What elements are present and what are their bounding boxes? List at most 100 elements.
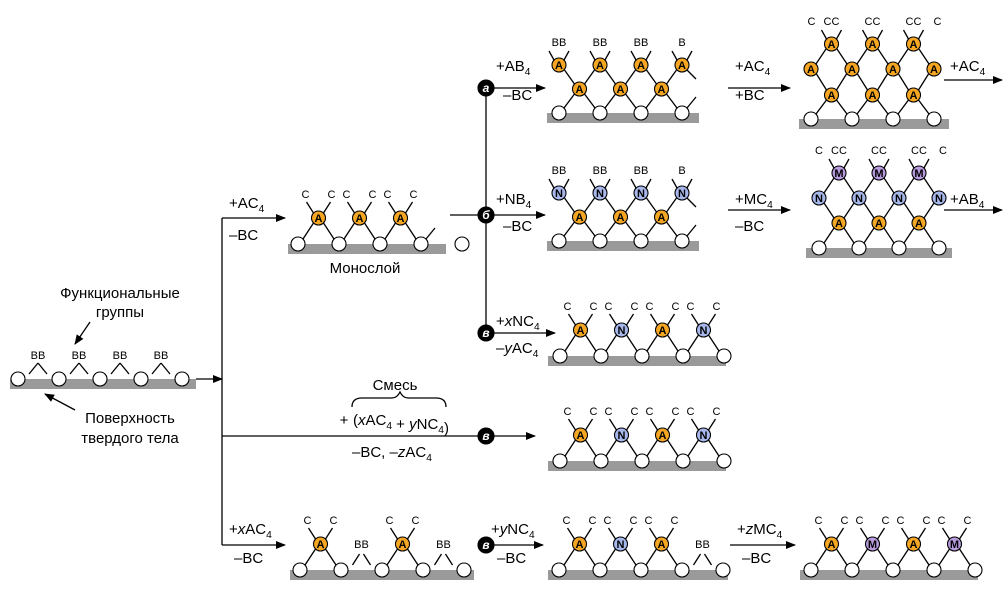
reagent-bottom1-minus: –BC [234, 550, 263, 567]
bond-line [856, 548, 869, 566]
bond-line [868, 158, 875, 169]
reagent-mono-plus: +AC4 [229, 195, 265, 215]
bond-line [877, 48, 889, 65]
bond-line [883, 227, 895, 244]
bond-line [883, 177, 895, 194]
bond-line [649, 418, 659, 431]
group-label: C [328, 189, 336, 201]
surface-atom [891, 240, 907, 256]
bond-line [883, 202, 895, 219]
surface-atom [926, 562, 942, 578]
surface-atom [675, 453, 691, 469]
bond-line [863, 202, 875, 219]
bond-line [584, 313, 594, 326]
bond-line [836, 48, 848, 65]
bond-line [941, 527, 951, 540]
bond-line [589, 50, 596, 61]
label-surface: Поверхность [85, 410, 175, 427]
group-label: C [841, 515, 849, 527]
atom-A [312, 536, 329, 552]
surface-atom [634, 348, 650, 364]
atom-label: M [834, 168, 843, 180]
group-label: B [678, 165, 685, 177]
bond-line [835, 29, 843, 40]
surface-atom [374, 562, 390, 578]
atom-label: A [397, 213, 405, 225]
atom-A [571, 209, 588, 225]
bond-line [671, 178, 678, 189]
badge-b-circle [477, 206, 495, 224]
bond-line [604, 93, 617, 109]
label-mixture-minus: –BC, –zAC4 [352, 444, 432, 464]
surface-atom [292, 562, 308, 578]
bond-line [406, 527, 416, 540]
atom-A [612, 81, 629, 97]
atom-A [803, 61, 819, 77]
bond-line [605, 439, 618, 457]
bond-initial [160, 362, 171, 375]
atom-label: A [658, 539, 666, 551]
reagent-mono-minus: –BC [229, 227, 258, 244]
bond-line [863, 177, 875, 194]
bond-line [567, 313, 577, 326]
bond-line [608, 313, 618, 326]
bond-line [665, 221, 678, 237]
atom-label: A [835, 218, 843, 230]
label-mixture: Смесь [373, 377, 418, 394]
bond-line [351, 553, 361, 566]
bond-line [645, 69, 658, 85]
bond-line [823, 202, 835, 219]
atom-label: M [874, 168, 883, 180]
surface-monolayer [288, 244, 446, 254]
atom-A [654, 427, 671, 443]
atom-N [674, 185, 690, 201]
group-label: C [564, 301, 572, 313]
bond-line [687, 334, 700, 352]
atom-label: A [910, 90, 918, 102]
surface-atom [552, 348, 568, 364]
reagent-bottom3-minus: –BC [742, 550, 771, 567]
atom-label: N [935, 193, 943, 205]
surface-atom [551, 105, 567, 121]
bond-line [324, 527, 334, 540]
bond-initial [28, 362, 39, 375]
surface-atom [456, 562, 472, 578]
bond-line [564, 334, 577, 352]
bond-line [665, 69, 678, 85]
reagent-bottom2-minus: –BC [497, 550, 526, 567]
bond-line [406, 548, 419, 566]
group-label: BB [634, 165, 649, 177]
group-label: C [672, 301, 680, 313]
bond-line [856, 73, 869, 91]
badge-b-letter: б [482, 208, 490, 222]
atom-A [864, 36, 881, 52]
surface-atom [931, 240, 947, 256]
bond-line [835, 73, 848, 91]
bond-line [604, 197, 617, 213]
bond-line [322, 222, 335, 240]
bond-line [583, 527, 593, 540]
bond-line [625, 418, 635, 431]
badge-a-letter: а [483, 81, 490, 95]
bond-line [386, 548, 399, 566]
group-label: C [590, 406, 598, 418]
surface-atom [10, 371, 26, 387]
bond-line [433, 553, 443, 566]
bond-line [302, 222, 315, 240]
atom-A [831, 215, 847, 231]
surface-atom [552, 453, 568, 469]
surface-atom [593, 348, 609, 364]
bond-line [645, 50, 652, 61]
bond-line [843, 227, 855, 244]
bond-line [624, 93, 637, 109]
bond-line [625, 439, 638, 457]
bond-line [584, 334, 597, 352]
bond-line [646, 334, 659, 352]
bond-line [903, 177, 915, 194]
atom-N [851, 190, 867, 206]
label-mixture-plus: + [340, 412, 349, 429]
surface-atom [926, 111, 942, 127]
arrow-pointer-surface [44, 393, 76, 411]
bond-line [649, 313, 659, 326]
surface-atom [674, 105, 690, 121]
